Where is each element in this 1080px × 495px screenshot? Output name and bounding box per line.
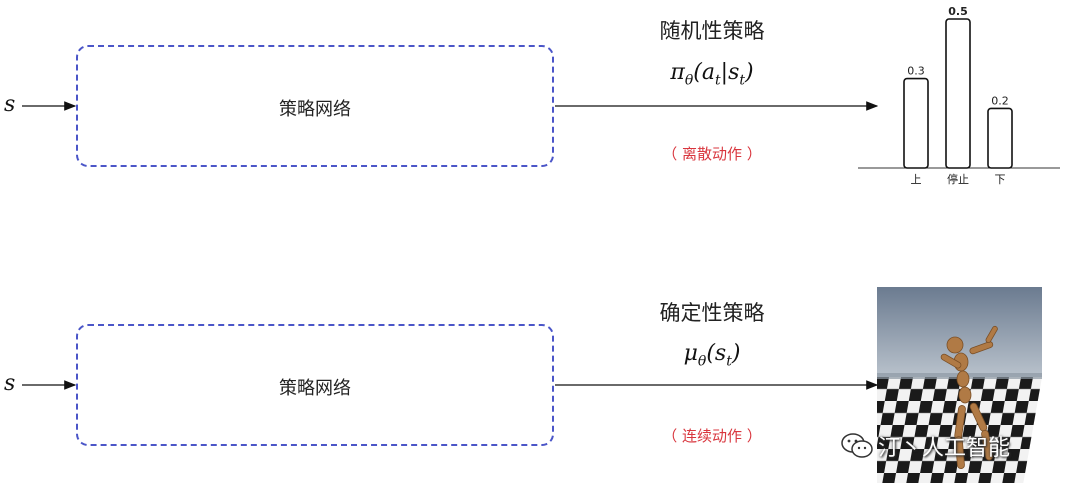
category-label-2: 下 <box>995 173 1006 186</box>
bar-value-label-2: 0.2 <box>991 94 1009 107</box>
bar-2 <box>987 107 1013 169</box>
watermark: 汀丶人工智能 <box>840 430 1010 462</box>
bar-value-label-0: 0.3 <box>907 65 925 78</box>
discrete-action-note: （ 离散动作 ） <box>662 145 762 163</box>
humanoid-figure-icon <box>940 325 998 469</box>
category-label-0: 上 <box>911 173 922 186</box>
wechat-icon <box>841 433 873 458</box>
policy-network-box-top <box>76 45 554 167</box>
policy-network-label-bottom: 策略网络 <box>279 378 351 399</box>
stochastic-formula: πθ(at|st) <box>670 60 754 89</box>
category-label-1: 停止 <box>947 172 969 186</box>
bar-0 <box>903 77 929 169</box>
bar-1 <box>945 18 971 169</box>
humanoid-simulation-image <box>877 287 1042 483</box>
stochastic-policy-title: 随机性策略 <box>659 19 765 43</box>
deterministic-formula: μθ(st) <box>683 341 741 370</box>
state-input-label-bottom: s <box>4 371 16 396</box>
watermark-text: 汀丶人工智能 <box>878 436 1011 461</box>
bar-value-label-1: 0.5 <box>948 5 968 18</box>
deterministic-policy-title: 确定性策略 <box>659 301 765 325</box>
state-input-label-top: s <box>4 92 16 117</box>
continuous-action-note: （ 连续动作 ） <box>662 427 762 445</box>
policy-network-label-top: 策略网络 <box>279 99 351 120</box>
policy-network-box-bottom <box>76 324 554 446</box>
